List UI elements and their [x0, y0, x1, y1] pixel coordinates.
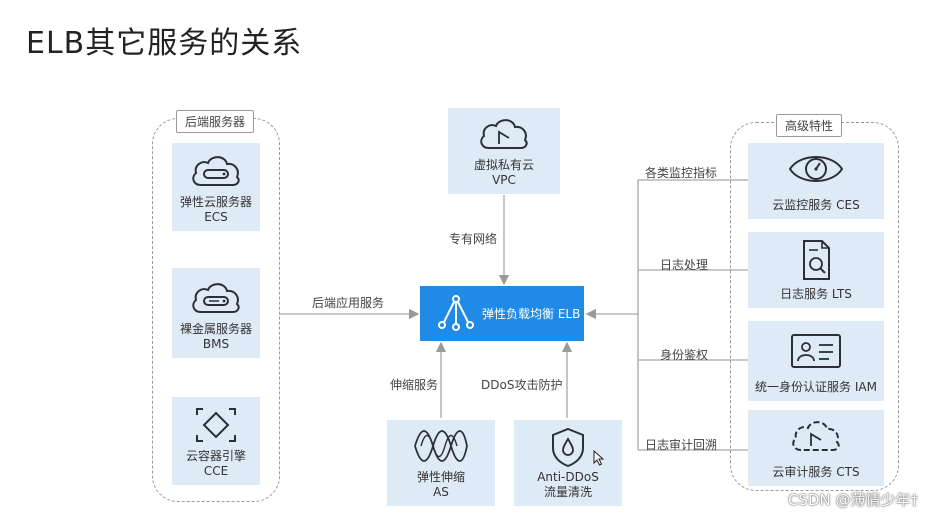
load-balancer-icon [438, 295, 474, 331]
cts-node: 云审计服务 CTS [748, 410, 884, 486]
ecs-node: 弹性云服务器 ECS [172, 143, 260, 231]
edge-label-iam: 身份鉴权 [660, 348, 709, 362]
elb-label: 弹性负载均衡 ELB [482, 307, 581, 321]
edge-label-vpc: 专有网络 [449, 232, 498, 246]
backend-servers-label: 后端服务器 [176, 110, 255, 133]
edge-label-cts: 日志审计回溯 [645, 438, 718, 452]
edge-label-as: 伸缩服务 [390, 376, 438, 393]
cloud-server-icon [192, 156, 240, 186]
edge-label-ces: 各类监控指标 [645, 166, 718, 180]
vpc-node: 虚拟私有云 VPC [448, 108, 560, 194]
monitor-eye-icon [788, 156, 844, 182]
container-engine-icon [196, 408, 236, 442]
audit-cloud-icon [792, 421, 840, 451]
edge-label-as-text: 伸缩服务 [390, 378, 439, 392]
cce-name: 云容器引擎 [185, 449, 246, 463]
elb-node: 弹性负载均衡 ELB [420, 286, 584, 341]
bare-metal-icon [192, 283, 240, 313]
iam-name: 统一身份认证服务 IAM [755, 380, 877, 394]
lts-name: 日志服务 LTS [780, 287, 852, 301]
watermark: CSDN @薄情少年† [787, 491, 918, 509]
as-node: 弹性伸缩 AS [387, 420, 495, 506]
advanced-features-label: 高级特性 [776, 114, 843, 137]
bms-node: 裸金属服务器 BMS [172, 268, 260, 358]
cce-node: 云容器引擎 CCE [172, 397, 260, 485]
shield-drop-icon [552, 427, 584, 468]
bms-code: BMS [202, 337, 230, 351]
vpc-code: VPC [492, 173, 516, 187]
slide-title: ELB其它服务的关系 [26, 26, 303, 61]
iam-node: 统一身份认证服务 IAM [748, 321, 884, 401]
anti-ddos-name: Anti-DDoS [537, 470, 599, 484]
cursor-pointer-icon [593, 450, 605, 466]
vpc-cloud-icon [480, 119, 528, 149]
ecs-code: ECS [204, 210, 228, 224]
edge-label-ddos: DDoS攻击防护 [481, 378, 563, 392]
id-card-icon [791, 334, 841, 368]
cts-name: 云审计服务 CTS [772, 465, 860, 479]
anti-ddos-desc: 流量清洗 [543, 485, 592, 499]
auto-scaling-icon [414, 430, 468, 462]
as-name: 弹性伸缩 [416, 470, 465, 484]
ces-name: 云监控服务 CES [772, 198, 860, 212]
vpc-name: 虚拟私有云 [473, 158, 534, 172]
edge-label-lts: 日志处理 [660, 258, 709, 272]
as-code: AS [433, 485, 449, 499]
anti-ddos-node: Anti-DDoS 流量清洗 [514, 420, 622, 506]
lts-node: 日志服务 LTS [748, 232, 884, 308]
cce-code: CCE [203, 464, 229, 478]
edge-label-backend: 后端应用服务 [312, 296, 385, 310]
log-document-icon [803, 240, 830, 280]
ecs-name: 弹性云服务器 [179, 195, 252, 209]
bms-name: 裸金属服务器 [179, 322, 252, 336]
ces-node: 云监控服务 CES [748, 143, 884, 219]
